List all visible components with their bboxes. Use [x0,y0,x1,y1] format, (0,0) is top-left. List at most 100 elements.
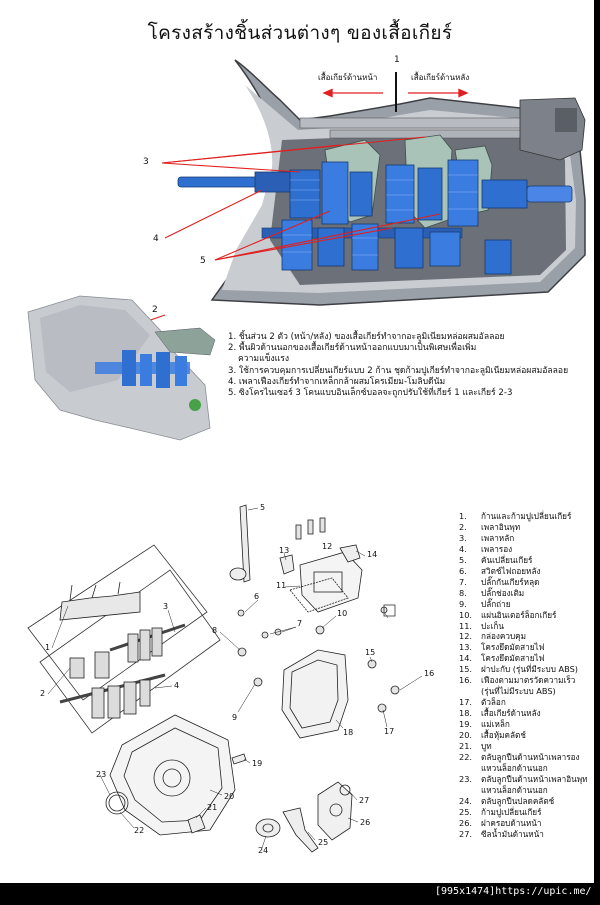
parts-list-number: 22. [459,751,473,762]
parts-list-number [459,785,481,796]
parts-list-number [459,763,481,774]
parts-list-name: เพลารอง [481,543,513,554]
parts-list: 1. ก้านและก้ามปูเปลี่ยนเกียร์2.เพลาอินพุท… [459,511,588,840]
exploded-diagram [27,504,423,853]
image-host-footer: [995x1474]https://upic.me/ [435,886,592,897]
exploded-callout-27: 27 [359,796,370,805]
callout-2: 2 [152,305,158,315]
exploded-callout-26: 26 [360,818,371,827]
parts-list-item: 26.ฝาครอบด้านหน้า [459,818,588,829]
exploded-callout-23: 23 [96,770,107,779]
parts-list-number: 3. [459,532,467,543]
parts-list-number: 17. [459,697,473,708]
parts-list-item: 24.ตลับลูกปืนปลดคลัตช์ [459,796,588,807]
parts-list-name: เฟืองตามมาตรวัดความเร็ว [481,675,576,686]
parts-list-number: 21. [459,741,473,752]
exploded-callout-15: 15 [365,648,376,657]
parts-list-name: บูท [481,741,492,752]
parts-list-name: ก้านและก้ามปูเปลี่ยนเกียร์ [481,511,572,521]
parts-list-item: 20. เสื้อหุ้มคลัตช์ [459,730,588,741]
parts-list-name: โครงยึดมัดสายไฟ [481,653,545,664]
parts-list-number: 10. [459,609,473,620]
parts-list-number: 27. [459,828,473,839]
note-line: 3. ใช้การควบคุมการเปลี่ยนเกียร์แบบ 2 ก้า… [228,365,569,376]
parts-list-number: 6. [459,565,467,576]
parts-list-number: 20. [459,730,473,741]
parts-list-name: คันเปลี่ยนเกียร์ [481,554,533,565]
exploded-callout-20: 20 [224,792,235,801]
exploded-callout-10: 10 [337,609,348,618]
exploded-callout-14: 14 [367,550,378,559]
parts-list-item: 10.แผ่นอินเตอร์ล็อกเกียร์ [459,610,588,621]
parts-list-number: 16. [459,675,473,686]
parts-list-item: 9. ปลั๊กถ่าย [459,599,588,610]
parts-list-item: 8.ปลั๊กช่องเติม [459,588,588,599]
parts-list-item: 14.โครงยึดมัดสายไฟ [459,653,588,664]
parts-list-number: 7. [459,576,467,587]
parts-list-number: 5. [459,554,467,565]
exploded-callout-24: 24 [258,846,269,855]
parts-list-name: เพลาอินพุท [481,521,521,532]
exploded-callout-5: 5 [260,503,266,512]
parts-list-item: 1. ก้านและก้ามปูเปลี่ยนเกียร์ [459,511,588,522]
cutaway-transmission [57,59,586,353]
parts-list-item: แหวนล็อกด้านนอก [459,763,588,774]
parts-list-number: 1. [459,511,467,521]
feature-notes: 1. ชิ้นส่วน 2 ตัว (หน้า/หลัง) ของเสื้อเก… [228,332,568,399]
exploded-callout-19: 19 [252,759,263,768]
exploded-callout-4: 4 [174,681,180,690]
parts-list-name: ฝาปะกับ (รุ่นที่มีระบบ ABS) [481,664,578,675]
parts-list-item: 17. ตัวล็อก [459,697,588,708]
parts-list-name: ตลับลูกปืนด้านหน้าเพลารอง [481,751,580,762]
parts-list-name: ปะเก็น [481,620,504,631]
parts-list-name: ปลั๊กกันเกียร์หลุด [481,576,540,587]
parts-list-name: แหวนล็อกด้านนอก [481,762,548,773]
parts-list-number [459,686,481,697]
parts-list-name: ตัวล็อก [481,697,506,708]
parts-list-name: โครงยึดมัดสายไฟ [481,642,545,653]
parts-list-name: ก้ามปูเปลี่ยนเกียร์ [481,806,542,817]
parts-list-item: 15. ฝาปะกับ (รุ่นที่มีระบบ ABS) [459,664,588,675]
parts-list-name: ฝาครอบด้านหน้า [481,817,542,828]
parts-list-number: 23. [459,773,473,784]
parts-list-item: 22. ตลับลูกปืนด้านหน้าเพลารอง [459,752,588,763]
parts-list-item: แหวนล็อกด้านนอก [459,785,588,796]
exploded-callout-9: 9 [232,713,238,722]
callout-1: 1 [394,55,400,65]
parts-list-name: แหวนล็อกด้านนอก [481,784,548,795]
exploded-callout-7: 7 [297,619,303,628]
parts-list-number: 15. [459,664,473,675]
exploded-callout-18: 18 [343,728,354,737]
parts-list-name: กล่องควบคุม [481,631,527,642]
parts-list-item: (รุ่นที่ไม่มีระบบ ABS) [459,686,588,697]
parts-list-number: 24. [459,795,473,806]
parts-list-number: 19. [459,719,473,730]
parts-list-item: 12.กล่องควบคุม [459,631,588,642]
exploded-callout-17: 17 [384,727,395,736]
parts-list-number: 8. [459,587,467,598]
exploded-callout-3: 3 [163,602,169,611]
rear-case-label: เสื้อเกียร์ด้านหลัง [411,73,470,82]
exploded-callout-22: 22 [134,826,145,835]
exploded-callout-16: 16 [424,669,435,678]
parts-list-number: 25. [459,806,473,817]
parts-list-item: 21. บูท [459,741,588,752]
parts-list-number: 11. [459,620,473,631]
parts-list-name: เสื้อเกียร์ด้านหลัง [481,708,541,719]
parts-list-name: ปลั๊กถ่าย [481,598,511,609]
note-line: 5. ซิงโครไนเซอร์ 3 โคนแบบอินเล็กซ์บอลจะถ… [228,388,513,399]
parts-list-number: 9. [459,598,467,609]
parts-list-name: ซีลน้ำมันด้านหน้า [481,828,544,839]
transmission-render-small [27,295,216,441]
exploded-callout-12: 12 [322,542,333,551]
parts-list-item: 7. ปลั๊กกันเกียร์หลุด [459,577,588,588]
parts-list-number: 18. [459,708,473,719]
parts-list-name: เสื้อหุ้มคลัตช์ [481,730,526,741]
parts-list-item: 25. ก้ามปูเปลี่ยนเกียร์ [459,807,588,818]
parts-list-item: 3.เพลาหลัก [459,533,588,544]
callout-5: 5 [200,256,206,266]
parts-list-item: 2.เพลาอินพุท [459,522,588,533]
exploded-callout-25: 25 [318,838,329,847]
parts-list-name: (รุ่นที่ไม่มีระบบ ABS) [481,686,556,697]
